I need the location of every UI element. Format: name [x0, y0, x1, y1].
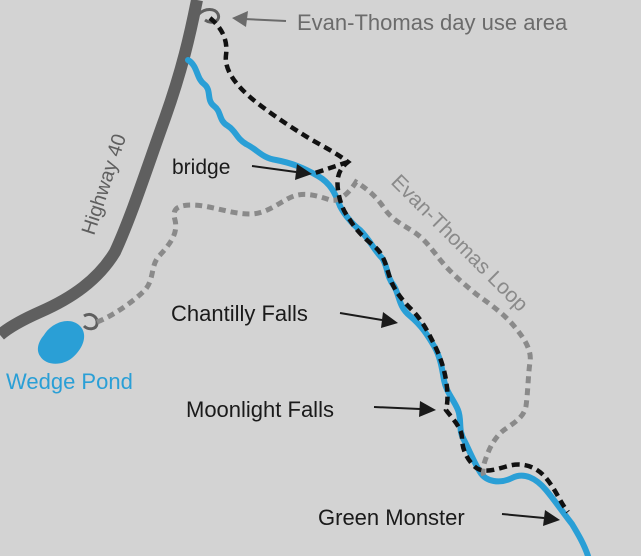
moonlight-falls-arrow [373, 401, 436, 417]
wedge-pond-label: Wedge Pond [6, 369, 133, 394]
day-use-parking-loop [197, 8, 221, 24]
moonlight-falls-label: Moonlight Falls [186, 397, 334, 422]
day-use-area-label: Evan-Thomas day use area [297, 10, 568, 35]
highway-road [0, 0, 203, 340]
bridge-label: bridge [172, 156, 230, 179]
bridge-arrow [251, 164, 312, 180]
green-monster-label: Green Monster [318, 505, 465, 530]
green-monster-arrow [501, 510, 560, 526]
wedge-pond [37, 320, 85, 364]
wedge-pond-parking-loop [82, 312, 99, 331]
chantilly-falls-arrow [339, 312, 398, 328]
main-trail [208, 16, 570, 514]
day-use-arrow [232, 11, 287, 27]
evan-thomas-loop-trail [96, 178, 533, 478]
bridge-connector-trail [311, 159, 349, 177]
chantilly-falls-label: Chantilly Falls [171, 301, 308, 326]
